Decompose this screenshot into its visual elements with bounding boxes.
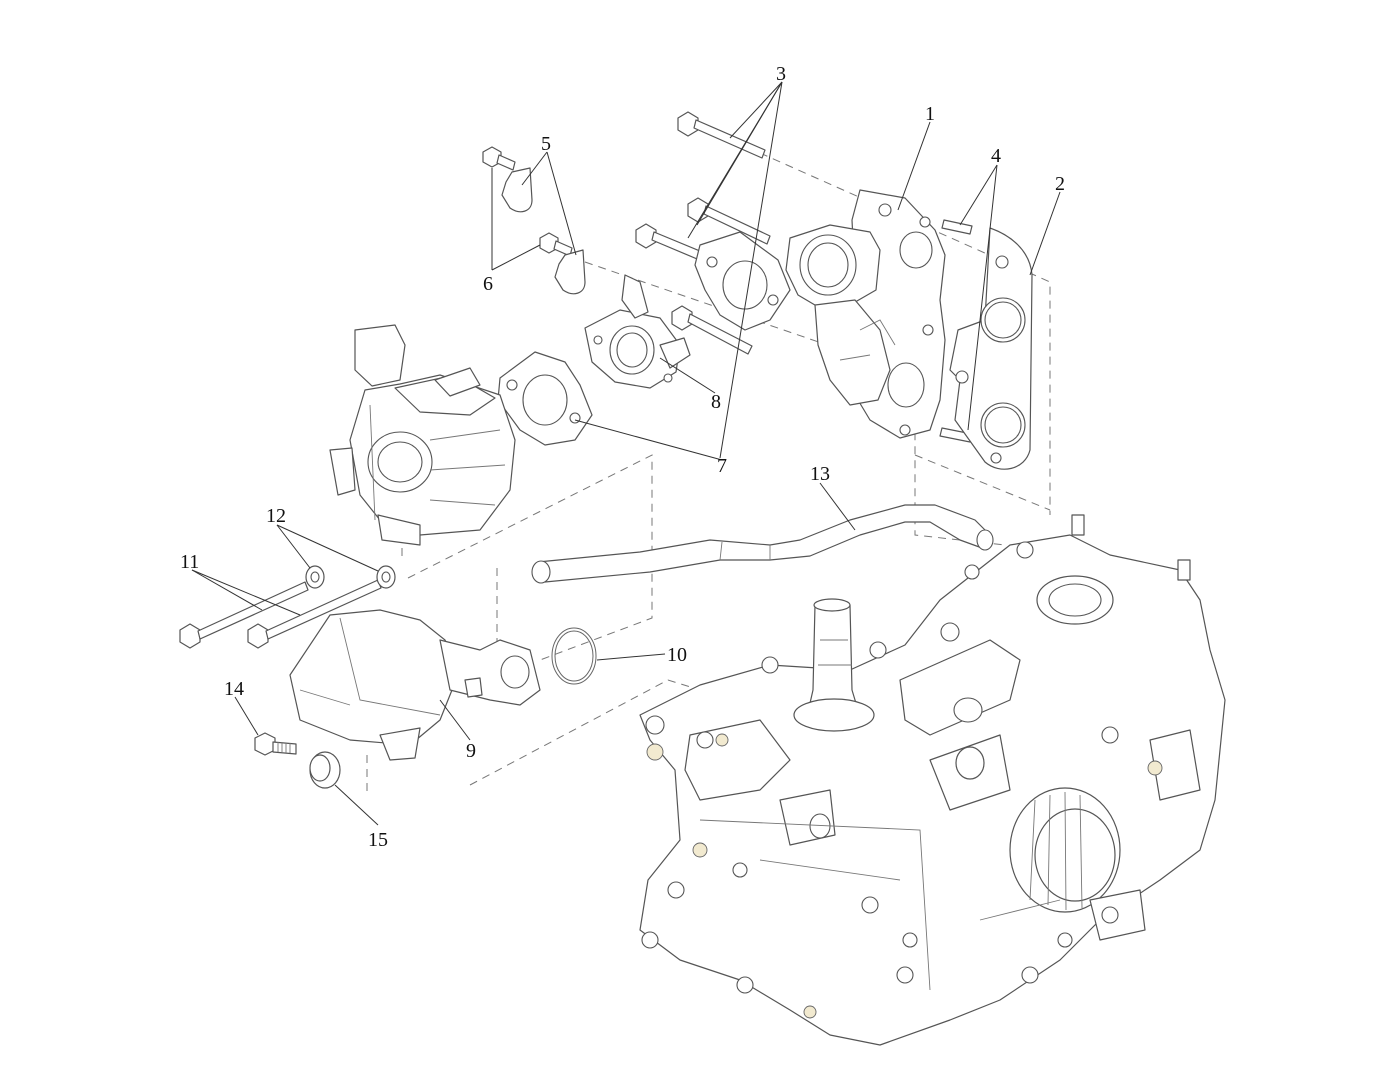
dowel-pins-4	[939, 219, 973, 443]
callout-9: 9	[466, 740, 476, 762]
callout-1: 1	[925, 103, 935, 125]
callout-6: 6	[483, 273, 493, 295]
hose-13	[531, 504, 994, 584]
callout-3: 3	[776, 63, 786, 85]
callout-11: 11	[180, 551, 199, 573]
callout-labels: 1 2 3 4 5 6 7 8 9 10 11 12 13 14 15	[180, 63, 1065, 851]
long-bolts-11	[179, 579, 382, 649]
gasket-7	[497, 351, 593, 446]
screw-14	[254, 732, 297, 756]
engine-block	[639, 514, 1226, 1046]
clamp-group-5-6	[482, 146, 586, 295]
gasket-small	[694, 231, 791, 331]
callout-10: 10	[667, 644, 687, 666]
intake-manifold-1	[785, 189, 946, 439]
callout-2: 2	[1055, 173, 1065, 195]
callout-5: 5	[541, 133, 551, 155]
bolt	[671, 305, 753, 355]
intake-silencer-9	[289, 609, 541, 761]
bolt	[677, 111, 766, 159]
callout-7: 7	[717, 455, 727, 477]
washers-12	[305, 565, 396, 589]
callout-15: 15	[368, 829, 388, 851]
callout-14: 14	[224, 678, 244, 700]
callout-4: 4	[991, 145, 1001, 167]
callout-13: 13	[810, 463, 830, 485]
carburetor	[329, 324, 516, 546]
o-ring-10	[551, 627, 597, 685]
leader-lines	[191, 81, 1061, 826]
carburetor-adapter-8	[584, 274, 691, 389]
callout-8: 8	[711, 391, 721, 413]
grommet-15	[309, 751, 341, 789]
callout-12: 12	[266, 505, 286, 527]
